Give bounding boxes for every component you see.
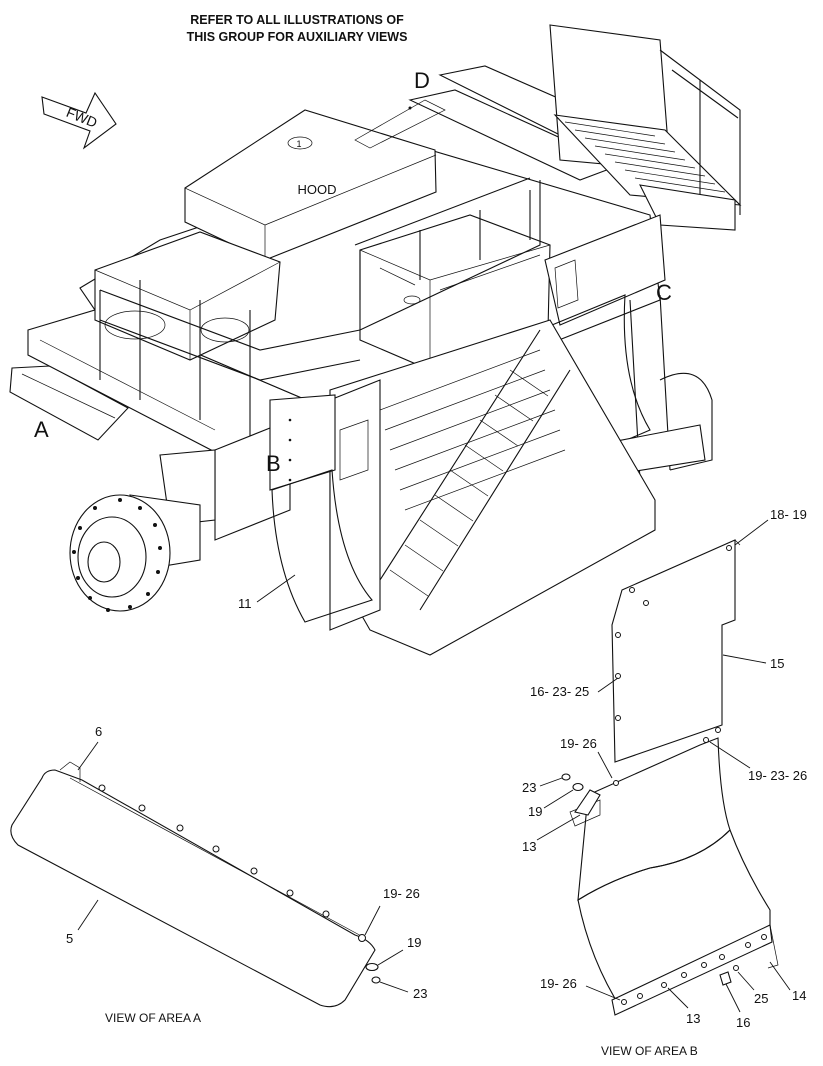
callout-5: 5 — [66, 931, 73, 946]
front-flap-area-a — [9, 365, 129, 441]
callout-25: 25 — [754, 991, 768, 1006]
view-b-caption: VIEW OF AREA B — [601, 1044, 698, 1058]
callout-14: 14 — [792, 988, 806, 1003]
shield-upper-14 — [577, 737, 731, 902]
callout-19-26-top: 19- 26 — [560, 736, 597, 751]
callout-13-left: 13 — [522, 839, 536, 854]
callout-19: 19 — [528, 804, 542, 819]
callout-11: 11 — [238, 596, 252, 611]
wheel-hub — [69, 494, 171, 612]
area-letter-a: A — [34, 417, 49, 442]
flap-panel-5 — [10, 769, 376, 1008]
callout-19: 19 — [407, 935, 421, 950]
panel-15 — [611, 539, 736, 763]
callout-16-23-25: 16- 23- 25 — [530, 684, 589, 699]
washer-25 — [733, 965, 739, 971]
header-note-line-2: THIS GROUP FOR AUXILIARY VIEWS — [187, 30, 408, 44]
view-area-b: 18- 19 15 16- 23- 25 19- 26 23 19 19- 23… — [522, 507, 807, 1058]
fwd-arrow-icon: FWD — [41, 91, 117, 150]
header-note-line-1: REFER TO ALL ILLUSTRATIONS OF — [190, 13, 404, 27]
callout-13-bottom: 13 — [686, 1011, 700, 1026]
shield-lower-14 — [577, 829, 771, 1011]
machine-assembly: 1 HOOD — [9, 24, 742, 656]
view-a-caption: VIEW OF AREA A — [105, 1011, 201, 1025]
svg-text:1: 1 — [296, 139, 301, 149]
callout-23: 23 — [413, 986, 427, 1001]
callout-16: 16 — [736, 1015, 750, 1030]
callout-15: 15 — [770, 656, 784, 671]
nut-23 — [371, 976, 381, 984]
callout-19-26-bottom: 19- 26 — [540, 976, 577, 991]
hood-label: HOOD — [298, 182, 337, 197]
area-letter-b: B — [266, 451, 281, 476]
left-mud-shield — [271, 469, 373, 623]
area-letter-d: D — [414, 68, 430, 93]
callout-19-23-26: 19- 23- 26 — [748, 768, 807, 783]
nut-23 — [561, 773, 571, 781]
callout-6: 6 — [95, 724, 102, 739]
callout-19-26: 19- 26 — [383, 886, 420, 901]
callout-23: 23 — [522, 780, 536, 795]
washer-19 — [365, 962, 379, 972]
area-letter-c: C — [656, 280, 672, 305]
washer-19 — [572, 782, 584, 792]
bolt-16 — [719, 971, 732, 986]
view-area-a: 6 5 19- 26 19 23 VIEW OF AREA A — [10, 724, 427, 1025]
callout-18-19: 18- 19 — [770, 507, 807, 522]
